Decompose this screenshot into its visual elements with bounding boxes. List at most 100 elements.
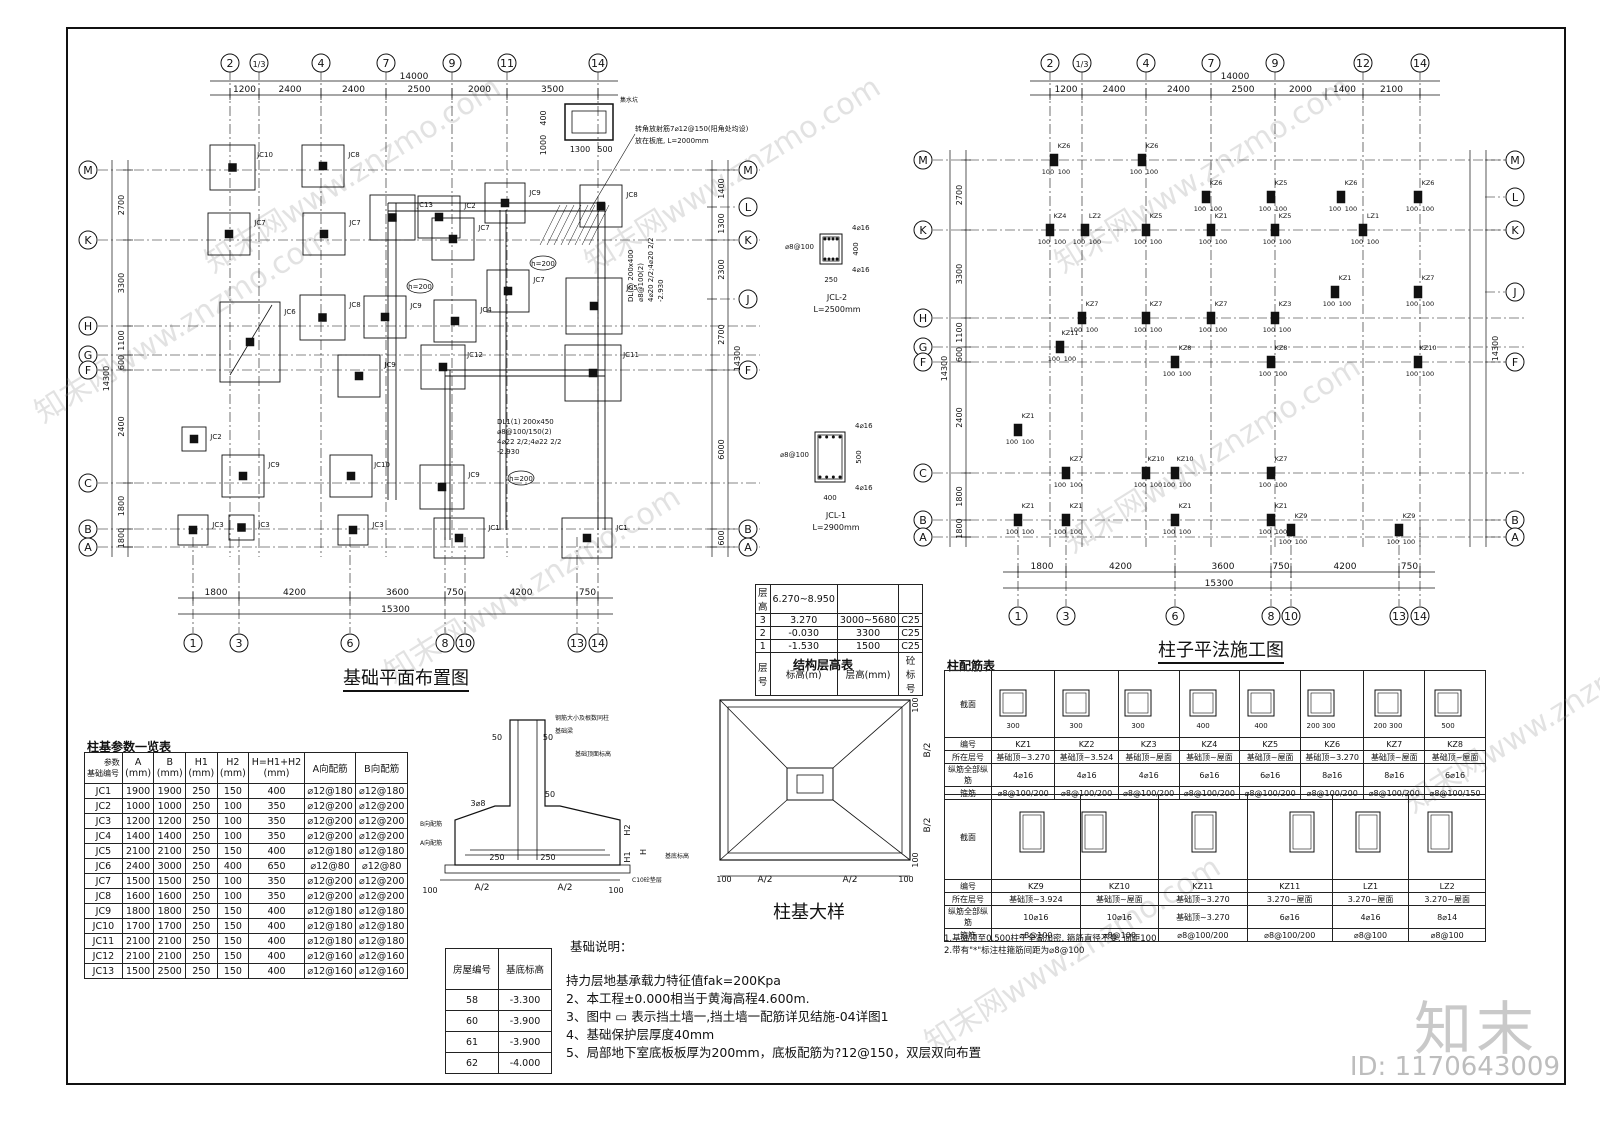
beam-stirrup-label: ⌀8@100: [785, 243, 814, 251]
levels-cell: 3000~5680: [836, 613, 900, 627]
dim-text: 100: [1259, 481, 1271, 489]
column-label: KZ3: [1279, 300, 1292, 308]
rebar-cell: 基础顶~屋面: [1117, 750, 1180, 764]
dim-text: 100: [1259, 528, 1271, 536]
dim-text: 100: [1130, 168, 1142, 176]
axis-label: B: [744, 523, 752, 536]
axis-bubble-bottom: [455, 633, 475, 653]
rebar-dot: [831, 257, 835, 261]
dim-text: 2400: [1167, 85, 1190, 95]
params-cell: 2100: [153, 948, 186, 964]
rebar-cell: KZ8: [1424, 737, 1486, 751]
elevation-cell: 60: [445, 1010, 499, 1032]
params-cell: 1400: [121, 828, 155, 844]
params-cell: ⌀12@180: [303, 843, 357, 859]
beam-width: 250: [824, 276, 837, 284]
base-inner: [727, 706, 903, 854]
axis-bubble-bottom: [183, 633, 203, 653]
dim-text: 100: [1042, 168, 1054, 176]
footing-label: JC11: [622, 351, 639, 359]
column: [1013, 423, 1023, 437]
footing-label: JC3: [371, 521, 383, 529]
axis-bubble-bottom: [1389, 606, 1409, 626]
column-label: KZ1: [1179, 502, 1192, 510]
beam-length: L=2900mm: [812, 523, 859, 532]
params-cell: JC7: [84, 873, 123, 889]
section-note: 基底标高: [665, 852, 689, 860]
rebar-cell: [990, 670, 1056, 738]
axis-bubble-top: [220, 53, 240, 73]
dim-text: 1800: [955, 518, 964, 538]
axis-bubble-bottom: [1056, 606, 1076, 626]
column: [1413, 285, 1423, 299]
note-dl2: ⌀8@100(2): [637, 263, 645, 302]
dim-text: 100: [1367, 238, 1379, 246]
axis-label: 3: [1063, 610, 1070, 623]
column: [1141, 223, 1151, 237]
axis-label: 12: [1356, 57, 1370, 70]
dim-text: 50: [545, 790, 555, 799]
params-cell: 250: [185, 963, 218, 979]
axis-label: 10: [1284, 610, 1298, 623]
axis-label: 14: [591, 637, 605, 650]
axis-bubble-top: [1136, 53, 1156, 73]
note-item: 2、本工程±0.000相当于黄海高程4.600m.: [566, 991, 810, 1006]
params-cell: 250: [185, 873, 218, 889]
beam-top-bars: 4⌀16: [855, 422, 873, 430]
column: [1061, 466, 1071, 480]
axis-bubble-top: [1410, 53, 1430, 73]
params-cell: 400: [248, 933, 305, 949]
footing-label: JC2: [463, 202, 475, 210]
rebar-cell: 基础顶~3.270: [1158, 892, 1248, 906]
footing-label: JC12: [466, 351, 483, 359]
dim-text: 100: [1406, 205, 1418, 213]
column: [1049, 153, 1059, 167]
axis-label: B: [84, 523, 92, 536]
axis-label: 13: [570, 637, 584, 650]
params-header: A向配筋: [303, 752, 357, 784]
note-dl2: -2.930: [657, 279, 665, 302]
axis-label: L: [745, 201, 752, 214]
params-cell: JC4: [84, 828, 123, 844]
footing-label: JC3: [211, 521, 223, 529]
axis-label: 2: [1047, 57, 1054, 70]
params-cell: 2500: [153, 963, 186, 979]
section-note: 3⌀8: [471, 799, 486, 808]
dim-text: 100: [1279, 538, 1291, 546]
footing-section: [454, 719, 621, 866]
elevation-cell: -4.000: [498, 1052, 552, 1074]
dim-text: 1800: [205, 588, 228, 598]
column-label: KZ7: [1150, 300, 1163, 308]
hatch-line: [546, 204, 568, 246]
drawing-frame: [66, 27, 1566, 1085]
column-stub: [238, 471, 248, 481]
dim-text: 100: [1279, 238, 1291, 246]
column-label: KZ6: [1345, 179, 1358, 187]
dim-text: 100: [1279, 326, 1291, 334]
rebar-row-label: 编号: [944, 737, 992, 751]
rebar-cell: ⌀8@100: [1331, 928, 1410, 942]
rebar-cell: ⌀8@100/200: [1158, 928, 1248, 942]
column-label: KZ10: [1420, 344, 1437, 352]
dim-text: 4200: [1334, 562, 1357, 572]
beam-bottom-bars: 4⌀16: [855, 484, 873, 492]
axis-label: F: [85, 364, 91, 377]
footing-label: JC7: [477, 224, 489, 232]
hatch-line: [560, 204, 582, 246]
params-cell: 250: [185, 843, 218, 859]
axis-label: 11: [500, 57, 514, 70]
dim-text: 1000: [539, 135, 548, 155]
axis-label: 13: [1392, 610, 1406, 623]
dim-text: 100: [1422, 300, 1434, 308]
footing-label: JC7: [532, 276, 544, 284]
params-cell: ⌀12@180: [355, 903, 408, 919]
params-cell: ⌀12@200: [303, 798, 357, 814]
axis-bubble-top: [1040, 53, 1060, 73]
dim-text: 100: [1150, 481, 1162, 489]
axis-label: 6: [1172, 610, 1179, 623]
